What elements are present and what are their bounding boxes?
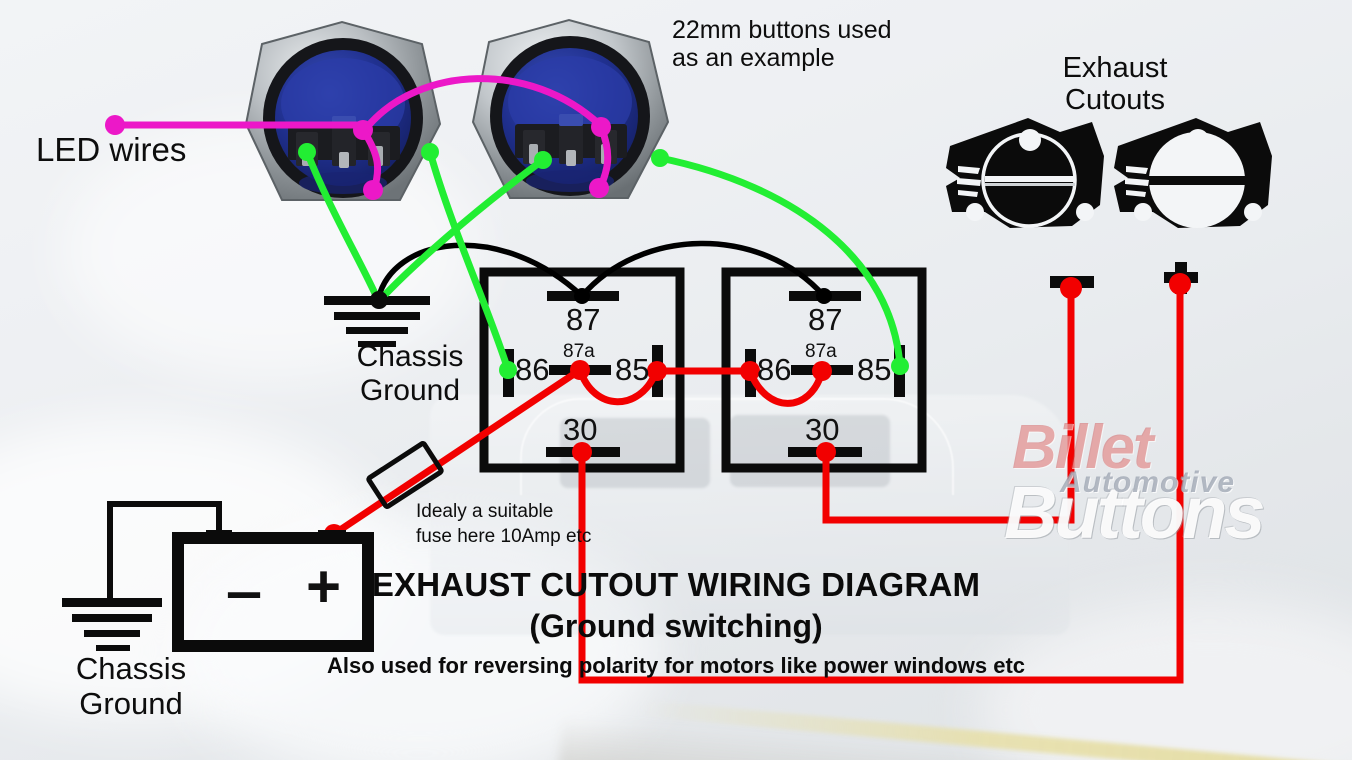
wire-relay1-87a-to-85 bbox=[576, 366, 660, 406]
wire-button1-right-to-relay1-86 bbox=[426, 148, 512, 374]
exhaust-cutout-right bbox=[1114, 118, 1272, 294]
relay-2-label-87: 87 bbox=[808, 302, 843, 337]
fuse-note-label: Idealy a suitable fuse here 10Amp etc bbox=[416, 501, 592, 547]
battery-positive-symbol: + bbox=[306, 553, 342, 620]
diagram-title-line1: EXHAUST CUTOUT WIRING DIAGRAM bbox=[371, 566, 981, 603]
fuse-symbol bbox=[366, 441, 444, 509]
wire-battery-positive-to-relay1-87a bbox=[330, 366, 584, 538]
relay-2-label-86: 86 bbox=[757, 352, 792, 387]
relay-1-label-87: 87 bbox=[566, 302, 601, 337]
chassis-ground-label-top: Chassis Ground bbox=[356, 340, 464, 407]
button-size-note: 22mm buttons used as an example bbox=[672, 16, 892, 72]
wire-button1-left-to-ground bbox=[303, 148, 382, 304]
relay-2-label-87a: 87a bbox=[805, 341, 837, 362]
wire-relay2-86-to-87a bbox=[746, 367, 826, 407]
led-wires-label: LED wires bbox=[36, 131, 187, 168]
relay-1-label-86: 86 bbox=[515, 352, 550, 387]
relay-1-label-30: 30 bbox=[563, 412, 598, 447]
chassis-ground-symbol-battery bbox=[62, 598, 162, 651]
relay-2-label-30: 30 bbox=[805, 412, 840, 447]
wire-button2-right-to-relay2-85 bbox=[656, 154, 904, 370]
relay-1-label-85: 85 bbox=[615, 352, 650, 387]
wire-relay1-87-to-relay2-87 bbox=[579, 240, 827, 299]
relay-1-label-87a: 87a bbox=[563, 341, 595, 362]
exhaust-cutout-left bbox=[946, 118, 1104, 228]
exhaust-cutouts-label: Exhaust Cutouts bbox=[1062, 52, 1168, 117]
battery-negative-symbol: ‒ bbox=[228, 559, 261, 624]
wire-led-button1-to-button2 bbox=[364, 75, 604, 130]
wire-relay1-30-to-cutout-right bbox=[578, 284, 1184, 684]
wire-relay2-30-to-cutout-left bbox=[822, 288, 1075, 524]
diagram-title-block: EXHAUST CUTOUT WIRING DIAGRAM (Ground sw… bbox=[0, 566, 1352, 679]
push-button-left[interactable] bbox=[244, 20, 442, 201]
battery bbox=[107, 501, 374, 652]
push-button-right[interactable] bbox=[471, 18, 670, 199]
wire-button2-left-to-ground bbox=[376, 156, 547, 304]
wire-ground-to-relay1-87 bbox=[375, 242, 585, 303]
diagram-title-line2: (Ground switching) bbox=[529, 608, 823, 644]
wire-battery-negative-to-ground bbox=[107, 501, 222, 598]
diagram-title-line3: Also used for reversing polarity for mot… bbox=[326, 653, 1026, 678]
chassis-ground-label-battery: Chassis Ground bbox=[75, 651, 187, 721]
relay-2-label-85: 85 bbox=[857, 352, 892, 387]
